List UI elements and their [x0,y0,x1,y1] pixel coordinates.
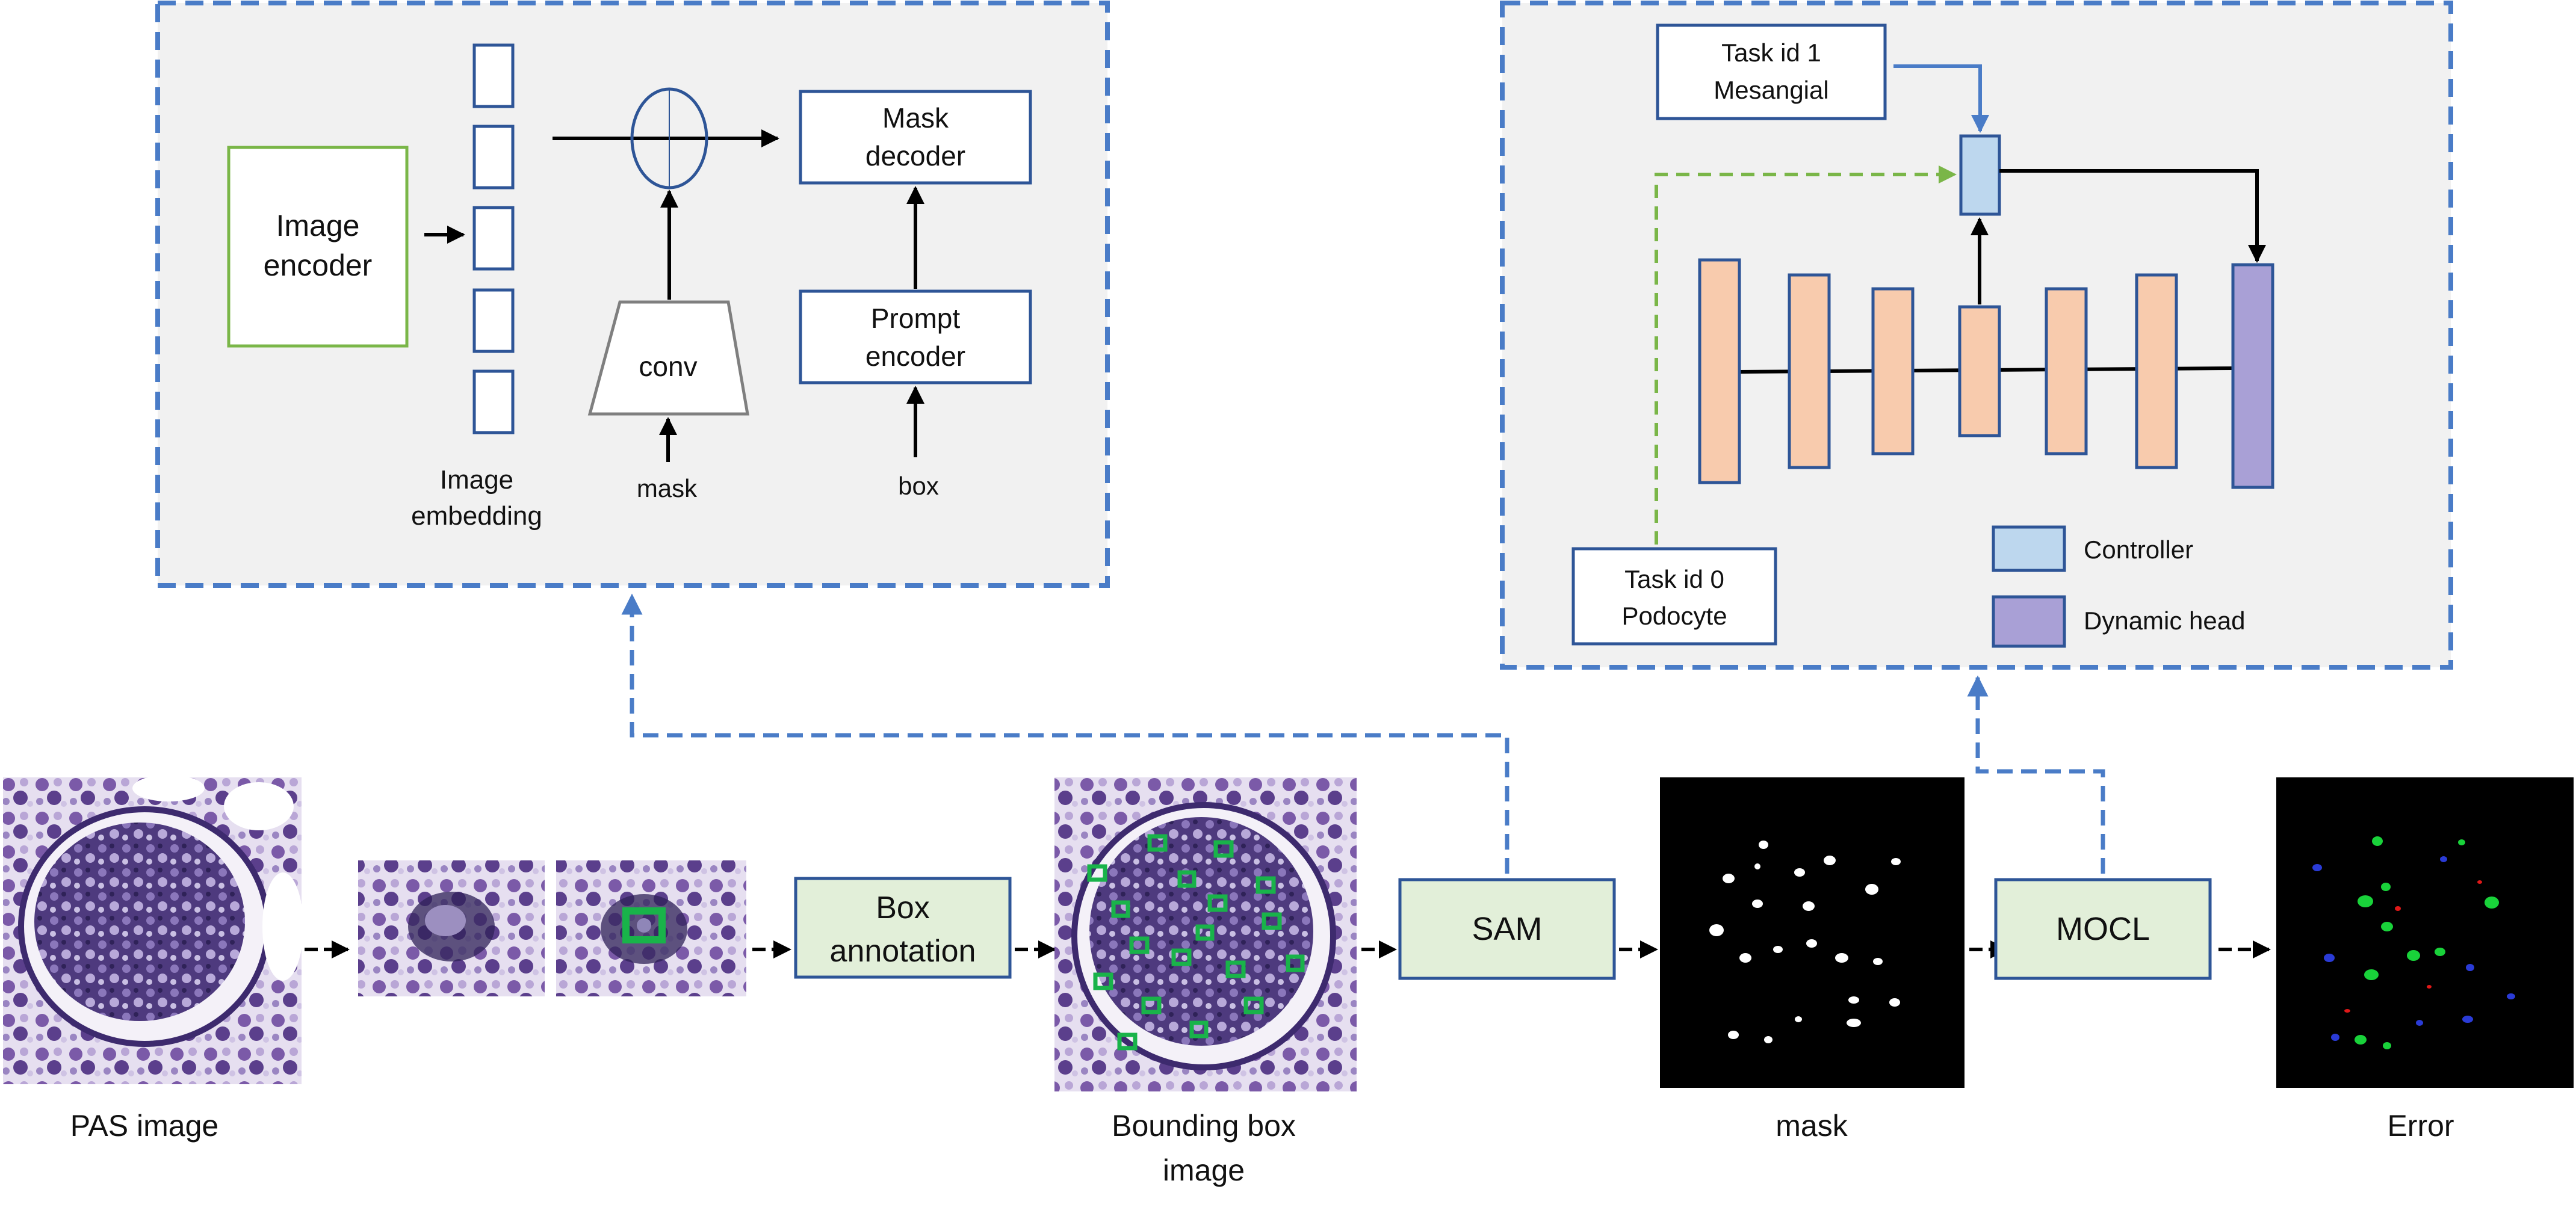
bounding-box-marker [622,907,666,943]
backbone-layer [2135,273,2178,469]
box-annotation-label-line1: Box [876,890,930,925]
pipeline-row: PAS image Box annotation [3,593,2574,1187]
mask-decoder-label-line2: decoder [865,140,965,171]
backbone-layer [2045,287,2088,455]
box-annotation-box [794,877,1012,979]
error-label: Error [2387,1109,2454,1143]
conv-label: conv [639,351,697,382]
sam-label: SAM [1472,911,1542,947]
task1-box [1656,23,1887,120]
sam-box [1398,878,1616,980]
backbone-bottleneck [1958,305,2001,437]
mocl-box [1994,878,2212,980]
image-encoder-box [227,146,409,348]
legend-controller-swatch [1992,525,2066,572]
legend-dynamic-head-swatch [1992,595,2066,648]
error-image [2276,777,2574,1088]
box-input-label: box [898,472,939,500]
embedding-token [472,369,515,434]
pas-image [3,775,303,1084]
legend-dynamic-head-label: Dynamic head [2084,606,2245,635]
conv-block [587,300,749,416]
mask-decoder-label-line1: Mask [882,102,949,134]
backbone-layer [1698,258,1741,484]
embedding-token [472,43,515,108]
prompt-encoder-label-line2: encoder [865,341,965,372]
image-encoder-label-line2: encoder [264,248,373,282]
image-embedding-label-line2: embedding [411,501,542,531]
cropped-patch [358,860,545,996]
image-embedding-label-line1: Image [440,465,513,495]
image-encoder-label-line1: Image [276,209,360,242]
controller-to-dynamic-head-arrow [1999,169,2266,263]
embedding-token [472,125,515,190]
sam-architecture-panel: Image encoder Image embedding conv mask … [155,1,1110,588]
mask-image [1660,777,1965,1088]
box-annotation-label-line2: annotation [830,934,976,969]
image-embedding-tokens [472,43,515,434]
backbone-layer [1788,273,1831,469]
cropped-patch-with-box [556,860,746,996]
bbox-image-label-line1: Bounding box [1112,1109,1296,1143]
task0-label-line2: Podocyte [1621,602,1727,630]
pas-image-label: PAS image [70,1109,218,1143]
task1-label-line1: Task id 1 [1721,39,1821,67]
bbox-image-label-line2: image [1163,1153,1245,1187]
mocl-architecture-panel: Task id 1 Mesangial Task id 0 Podocyte C… [1500,1,2453,670]
dynamic-head-block [2231,263,2274,489]
sam-to-sam-panel-connector [621,593,1509,874]
task0-label-line1: Task id 0 [1624,565,1724,593]
task0-to-controller-arrow [1655,165,1957,545]
mask-label: mask [1776,1109,1848,1143]
embedding-token [472,288,515,353]
prompt-encoder-box [799,289,1032,384]
mask-decoder-box [799,90,1032,185]
prompt-encoder-label-line1: Prompt [871,303,960,334]
task1-to-controller-arrow [1893,64,1989,133]
embedding-token [472,206,515,271]
backbone-layer [1871,287,1915,455]
mocl-to-mocl-panel-connector [1967,675,2105,874]
legend-controller-label: Controller [2084,535,2193,564]
task1-label-line2: Mesangial [1714,76,1828,104]
mocl-label: MOCL [2056,911,2150,947]
bounding-box-image [1054,777,1357,1091]
mask-input-label: mask [637,474,698,502]
fusion-node [630,87,708,190]
controller-block [1959,134,2001,216]
task0-box [1571,547,1777,646]
